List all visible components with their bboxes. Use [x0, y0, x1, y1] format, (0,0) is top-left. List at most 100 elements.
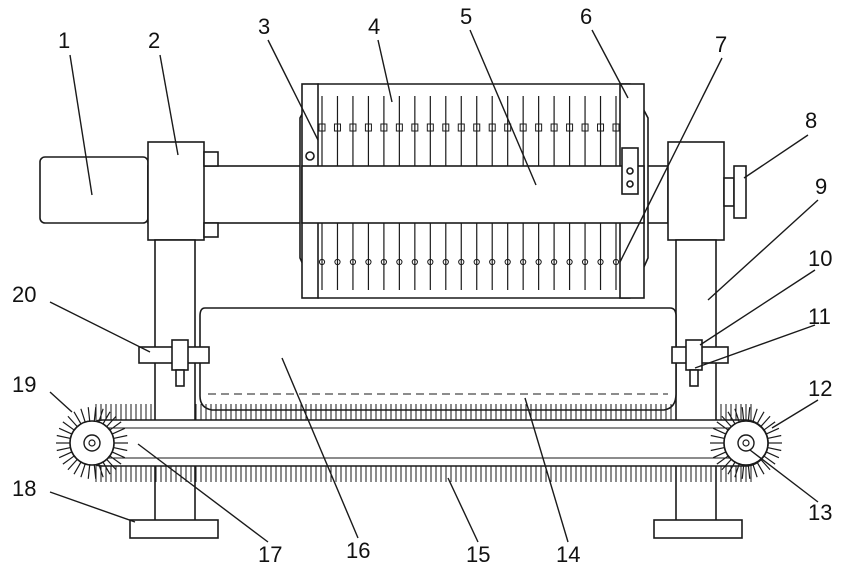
- roller-bristle: [93, 407, 97, 422]
- plate-handle: [612, 123, 620, 132]
- plate-outlet: [520, 258, 527, 266]
- roller-bristle: [111, 427, 126, 435]
- plate-handle: [519, 123, 527, 132]
- callout-7: 7: [715, 32, 727, 57]
- roller-bristle: [109, 421, 122, 431]
- plate-outlet: [396, 258, 403, 266]
- roller-bristle: [56, 446, 71, 452]
- roller-bristle: [727, 461, 736, 475]
- roller-bristle: [106, 415, 117, 428]
- plate-handle: [566, 123, 574, 132]
- callout-19: 19: [12, 372, 36, 397]
- plate-outlet: [504, 258, 511, 266]
- roller-bristle: [752, 408, 758, 423]
- roller-bristle: [767, 446, 782, 452]
- roller-bristle: [710, 446, 725, 452]
- conveyor-bristles-top: [95, 404, 752, 420]
- callout-15: 15: [466, 542, 490, 567]
- callout-9: 9: [815, 174, 827, 199]
- plate-outlet: [442, 258, 449, 266]
- roller-bristle: [106, 458, 117, 471]
- roller-bristle: [747, 464, 751, 479]
- plate-outlet: [427, 258, 434, 266]
- plate-handle: [488, 123, 496, 132]
- callout-16: 16: [346, 538, 370, 563]
- roller-bristle: [734, 463, 740, 478]
- roller-bristle: [102, 411, 111, 425]
- plate-outlet: [365, 258, 372, 266]
- plate-outlet: [334, 258, 341, 266]
- roller-bristle: [765, 427, 780, 435]
- callout-5: 5: [460, 4, 472, 29]
- roller-shaft: [83, 434, 101, 452]
- callout-12: 12: [808, 376, 832, 401]
- roller-bristle: [56, 434, 71, 440]
- callout-3: 3: [258, 14, 270, 39]
- plate-outlet: [535, 258, 542, 266]
- leader-lines: [49, 29, 819, 543]
- filter-press-frame: [299, 83, 649, 299]
- callout-11: 11: [808, 304, 831, 329]
- roller-bristle: [710, 434, 725, 440]
- left-bracket: [138, 339, 210, 387]
- right-bracket: [671, 339, 729, 387]
- roller-bristle: [73, 461, 82, 475]
- roller-bristle: [93, 464, 97, 479]
- roller-hub: [723, 420, 769, 466]
- roller-bristle: [734, 408, 740, 423]
- plate-outlet: [612, 258, 620, 266]
- plate-handle: [535, 123, 543, 132]
- roller-bristle: [712, 427, 727, 435]
- plate-handle: [504, 123, 512, 132]
- roller-bristle: [67, 458, 78, 471]
- plate-handle: [442, 123, 450, 132]
- roller-bristle: [716, 455, 729, 465]
- callout-14: 14: [556, 542, 580, 567]
- roller-bristle: [111, 451, 126, 459]
- plate-outlet: [566, 258, 573, 266]
- roller-bristle: [712, 451, 727, 459]
- left-brush-roller: [56, 407, 128, 479]
- callout-labels: 1 2 3 4 5 6 7 8 9 10 11 12 13 14 15 16 1…: [12, 4, 832, 567]
- plate-outlet: [458, 258, 465, 266]
- roller-bristle: [747, 407, 751, 422]
- plate-outlet: [380, 258, 387, 266]
- plate-handle: [349, 123, 357, 132]
- conveyor-frame: [79, 419, 769, 467]
- callout-1: 1: [58, 28, 70, 53]
- roller-bristle: [87, 464, 91, 479]
- callout-8: 8: [805, 108, 817, 133]
- callout-4: 4: [368, 14, 380, 39]
- callout-6: 6: [580, 4, 592, 29]
- roller-bristle: [113, 446, 128, 452]
- plate-outlet: [318, 258, 326, 266]
- plate-outlet: [489, 258, 496, 266]
- right-brush-roller: [710, 407, 782, 479]
- plate-outlet: [349, 258, 357, 266]
- roller-bristle: [741, 464, 745, 479]
- plate-handle: [457, 123, 465, 132]
- plate-handle: [597, 123, 605, 132]
- roller-bristle: [62, 421, 75, 431]
- filter-plates-lower: [318, 223, 620, 290]
- roller-hub: [69, 420, 115, 466]
- plate-outlet: [597, 258, 604, 266]
- roller-bristle: [765, 451, 780, 459]
- clamp-block: [621, 147, 639, 195]
- plate-handle: [364, 123, 372, 132]
- roller-bristle: [756, 411, 765, 425]
- roller-bristle: [767, 434, 782, 440]
- plate-outlet: [473, 258, 480, 266]
- plate-handle: [426, 123, 434, 132]
- left-foot: [129, 519, 219, 539]
- plate-handle: [581, 123, 589, 132]
- plate-handle: [395, 123, 403, 132]
- roller-bristle: [98, 463, 104, 478]
- plate-handle: [380, 123, 388, 132]
- roller-bristle: [102, 461, 111, 475]
- plate-outlet: [411, 258, 418, 266]
- roller-bristle: [763, 455, 776, 465]
- roller-bristle: [80, 463, 86, 478]
- roller-bristle: [760, 458, 771, 471]
- plate-outlet: [581, 258, 589, 266]
